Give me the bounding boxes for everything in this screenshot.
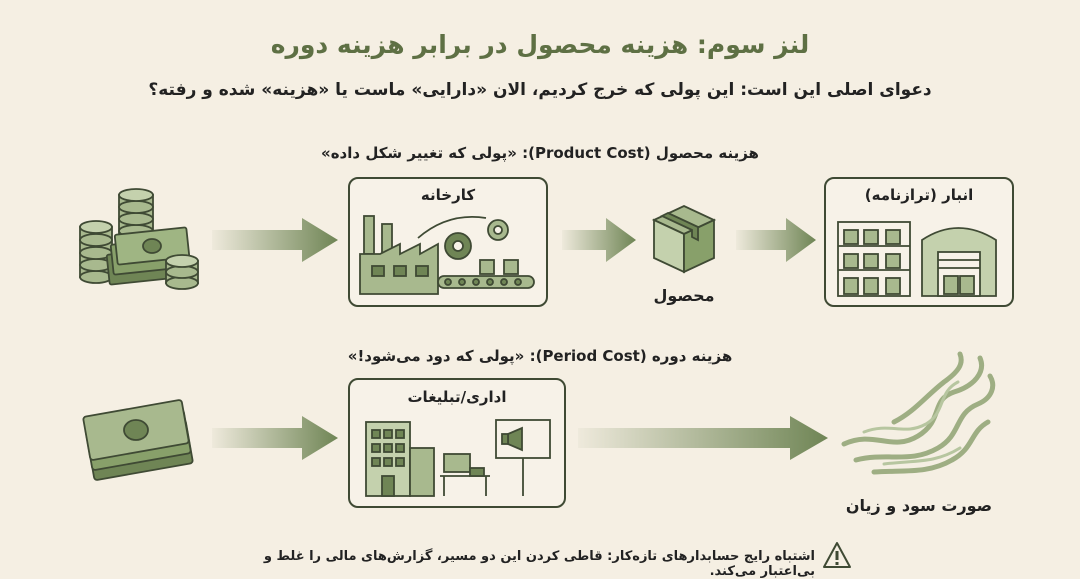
arrow-icon [212,218,338,262]
office-label: اداری/تبلیغات [407,388,507,406]
period-cost-label: هزینه دوره (Period Cost): «پولی که دود م… [347,347,733,365]
arrow-icon [578,416,828,460]
warning-icon [823,542,851,568]
product-cost-label: هزینه محصول (Product Cost): «پولی که تغی… [321,144,759,162]
arrow-icon [562,218,636,262]
smoke-icon [841,351,996,475]
warehouse-icon [837,221,997,297]
office-icon [365,419,551,497]
factory-label: کارخانه [420,186,476,204]
warehouse-label: انبار (ترازنامه) [864,186,974,204]
page-subtitle: دعوای اصلی این است: این پولی که خرج کردی… [148,80,932,100]
arrow-icon [212,416,338,460]
product-box-icon [651,205,717,274]
arrow-icon [736,218,816,262]
cash-bills-icon [82,399,194,481]
income-statement-label: صورت سود و زیان [845,496,993,515]
money-stack-icon [79,188,199,290]
product-label: محصول [653,286,715,305]
factory-icon [359,215,535,295]
footer-warning: اشتباه رایج حسابدارهای تازه‌کار: قاطی کر… [263,549,815,579]
page-title: لنز سوم: هزینه محصول در برابر هزینه دوره [270,30,810,59]
